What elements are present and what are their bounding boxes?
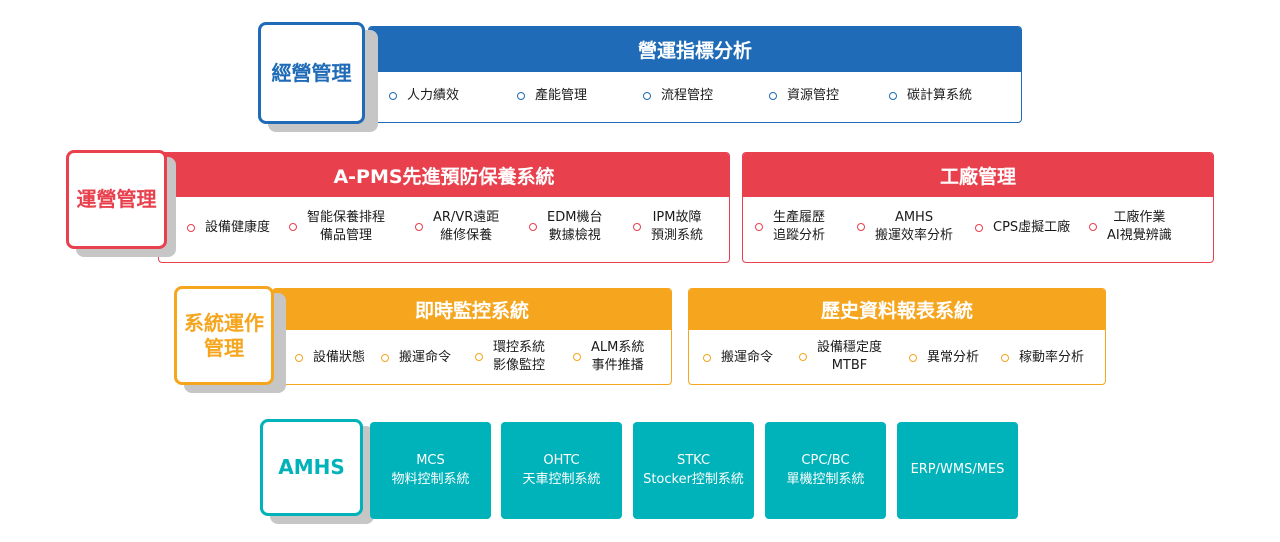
- stkc-tile: STKC Stocker控制系統: [633, 422, 754, 519]
- bullet-dot-icon: [755, 222, 763, 231]
- list-item: 碳計算系統: [889, 87, 972, 105]
- erp-wms-mes-tile: ERP/WMS/MES: [897, 422, 1018, 519]
- realtime-monitor-panel: 即時監控系統 設備狀態 搬運命令 環控系統影像監控 ALM系統事件推播: [272, 288, 672, 385]
- list-item: 環控系統影像監控: [475, 339, 545, 374]
- bullet-dot-icon: [1089, 222, 1097, 231]
- system-ops-label: 系統運作 管理: [174, 286, 274, 385]
- list-item: 設備狀態: [295, 349, 365, 367]
- bullet-dot-icon: [799, 352, 807, 361]
- bullet-dot-icon: [1001, 353, 1009, 362]
- kpi-analysis-panel: 營運指標分析 人力績效 產能管理 流程管控 資源管控 碳計算系統: [368, 26, 1022, 123]
- bullet-dot-icon: [289, 222, 297, 231]
- bullet-dot-icon: [643, 91, 651, 100]
- kpi-analysis-title: 營運指標分析: [369, 27, 1021, 72]
- bullet-dot-icon: [529, 222, 537, 231]
- list-item: CPS虛擬工廠: [975, 219, 1070, 237]
- bullet-dot-icon: [389, 91, 397, 100]
- bullet-dot-icon: [517, 91, 525, 100]
- amhs-label: AMHS: [260, 419, 363, 516]
- operations-mgmt-label: 運營管理: [66, 150, 167, 249]
- list-item: 異常分析: [909, 349, 979, 367]
- bullet-dot-icon: [975, 223, 983, 232]
- list-item: 人力績效: [389, 87, 459, 105]
- bullet-dot-icon: [415, 222, 423, 231]
- list-item: 設備健康度: [187, 219, 270, 237]
- bullet-dot-icon: [909, 353, 917, 362]
- bullet-dot-icon: [633, 222, 641, 231]
- bullet-dot-icon: [295, 353, 303, 362]
- apms-title: A-PMS先進預防保養系統: [159, 153, 729, 197]
- bullet-dot-icon: [703, 353, 711, 362]
- list-item: IPM故障預測系統: [633, 209, 703, 244]
- mcs-tile: MCS 物料控制系統: [370, 422, 491, 519]
- cpc-bc-tile: CPC/BC 單機控制系統: [765, 422, 886, 519]
- bullet-dot-icon: [769, 91, 777, 100]
- list-item: 稼動率分析: [1001, 349, 1084, 367]
- list-item: 搬運命令: [381, 349, 451, 367]
- list-item: ALM系統事件推播: [573, 339, 644, 374]
- bullet-dot-icon: [475, 352, 483, 361]
- list-item: 生產履歷追蹤分析: [755, 209, 825, 244]
- list-item: 智能保養排程備品管理: [289, 209, 385, 244]
- list-item: EDM機台數據檢視: [529, 209, 602, 244]
- bullet-dot-icon: [381, 353, 389, 362]
- bullet-dot-icon: [857, 222, 865, 231]
- ohtc-tile: OHTC 天車控制系統: [501, 422, 622, 519]
- list-item: 產能管理: [517, 87, 587, 105]
- list-item: 搬運命令: [703, 349, 773, 367]
- bullet-dot-icon: [573, 352, 581, 361]
- realtime-monitor-title: 即時監控系統: [273, 289, 671, 330]
- list-item: AR/VR遠距維修保養: [415, 209, 499, 244]
- apms-panel: A-PMS先進預防保養系統 設備健康度 智能保養排程備品管理 AR/VR遠距維修…: [158, 152, 730, 263]
- factory-mgmt-title: 工廠管理: [743, 153, 1213, 197]
- bullet-dot-icon: [889, 91, 897, 100]
- list-item: 流程管控: [643, 87, 713, 105]
- list-item: 資源管控: [769, 87, 839, 105]
- business-mgmt-label: 經營管理: [258, 22, 365, 124]
- bullet-dot-icon: [187, 223, 195, 232]
- history-report-title: 歷史資料報表系統: [689, 289, 1105, 330]
